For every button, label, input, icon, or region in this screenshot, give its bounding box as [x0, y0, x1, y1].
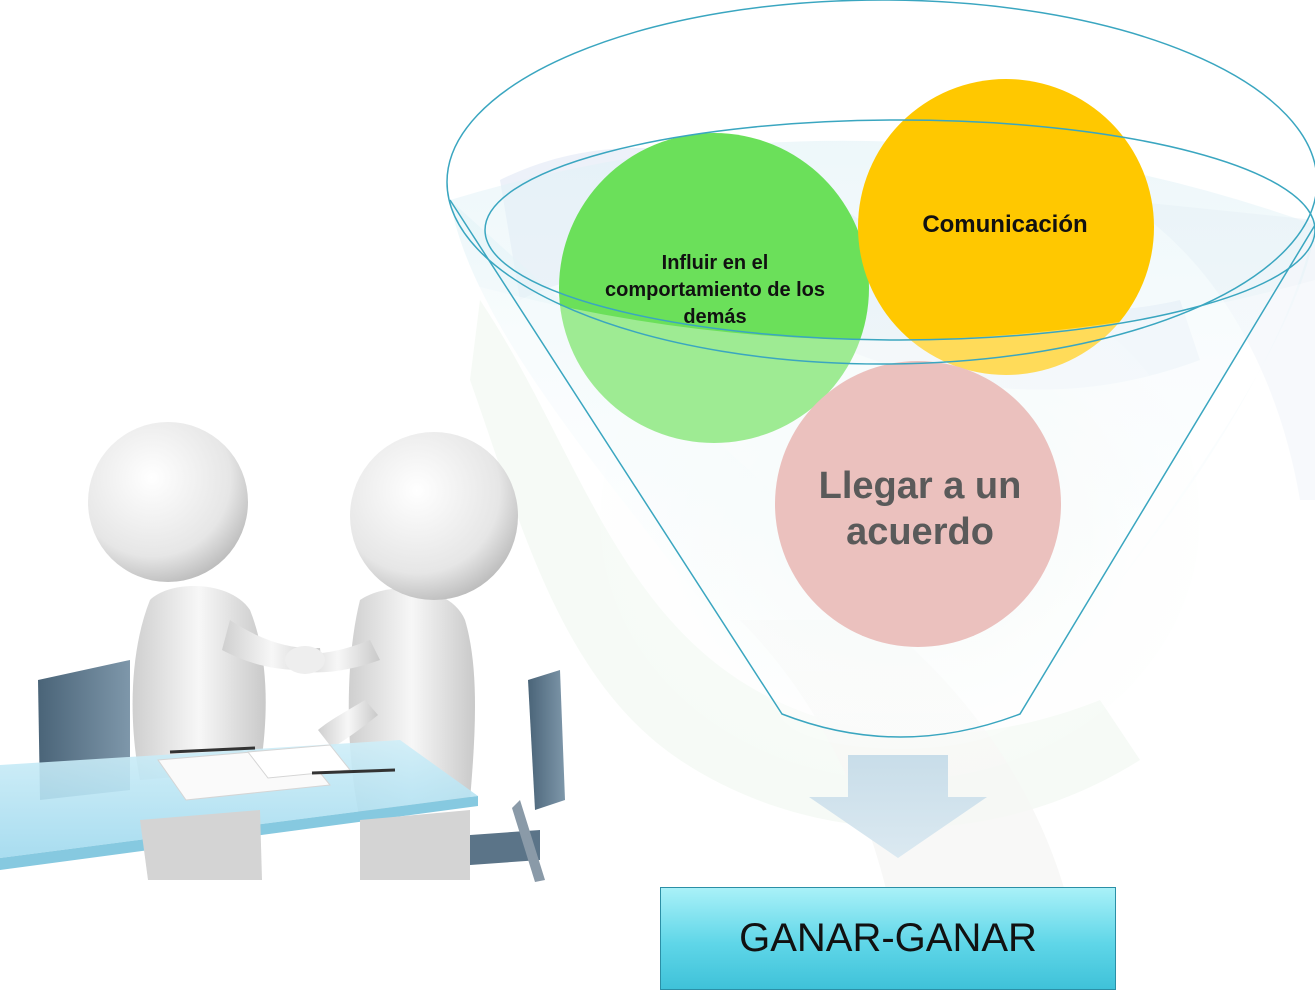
- circle-acuerdo-label: Llegar a un acuerdo: [818, 465, 1022, 553]
- down-arrow-icon: [809, 755, 987, 858]
- circle-influir: [559, 133, 869, 443]
- circle-comunicacion: [858, 79, 1154, 375]
- result-box: GANAR-GANAR: [660, 887, 1116, 990]
- funnel-rim-outer: [446, 0, 1315, 365]
- funnel-outline: [449, 199, 1315, 738]
- funnel-rim-inner: [484, 119, 1315, 341]
- circle-acuerdo: [775, 361, 1061, 647]
- circle-influir-label: Influir en el comportamiento de los demá…: [604, 251, 826, 328]
- circle-comunicacion-label: Comunicación: [922, 211, 1088, 238]
